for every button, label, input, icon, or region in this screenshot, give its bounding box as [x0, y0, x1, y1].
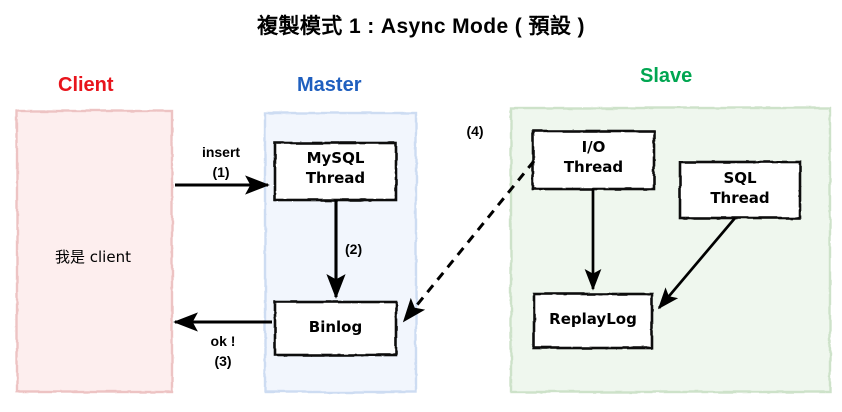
- node-box-io-thread: [531, 129, 656, 191]
- diagram-title: 複製模式 1 : Async Mode ( 預設 ): [257, 15, 585, 38]
- panel-heading-slave: Slave: [640, 65, 693, 87]
- panel-client: [15, 109, 174, 394]
- panel-heading-master: Master: [297, 74, 362, 96]
- edge-io-pull: [402, 160, 536, 323]
- edge-label-ok-reply-line2: (3): [214, 353, 232, 369]
- edge-sql-to-replaylog: [657, 217, 737, 310]
- edge-label-write-binlog: (2): [345, 241, 363, 257]
- edge-label-insert-line1: insert: [201, 144, 241, 160]
- edge-label-io-pull: (4): [466, 123, 484, 139]
- node-box-replaylog: [532, 292, 654, 350]
- node-box-binlog: [273, 300, 398, 357]
- panel-heading-client: Client: [58, 74, 114, 96]
- node-box-sql-thread: [678, 160, 802, 220]
- edge-label-ok-reply-line1: ok !: [210, 333, 236, 349]
- node-box-mysql-thread: [273, 141, 398, 202]
- client-body-text: 我是 client: [55, 248, 131, 266]
- edge-label-insert-line2: (1): [212, 164, 230, 180]
